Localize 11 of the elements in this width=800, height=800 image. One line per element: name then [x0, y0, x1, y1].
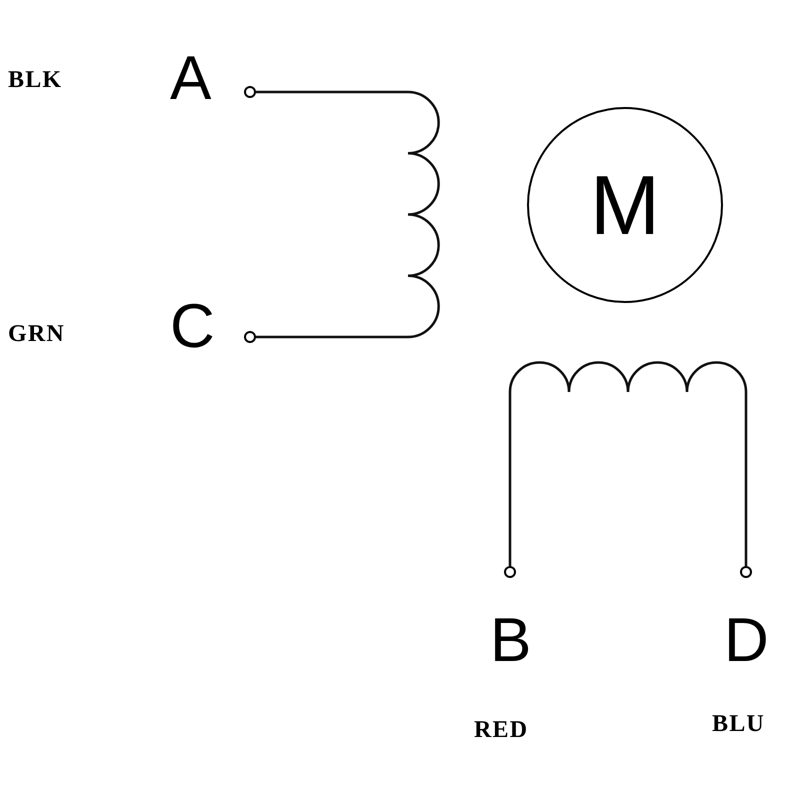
terminal-letter: D: [724, 610, 769, 672]
terminal-letter: A: [170, 48, 212, 110]
wire-color-label: BLK: [8, 68, 62, 92]
coil-winding: [256, 90, 440, 338]
coil-winding: [508, 361, 748, 566]
wire-color-label: RED: [474, 718, 528, 742]
wire-color-label: GRN: [8, 322, 65, 346]
terminal-letter: C: [170, 296, 215, 358]
motor-label: M: [590, 163, 660, 247]
wire-color-label: BLU: [712, 712, 765, 736]
terminal-letter: B: [490, 610, 532, 672]
